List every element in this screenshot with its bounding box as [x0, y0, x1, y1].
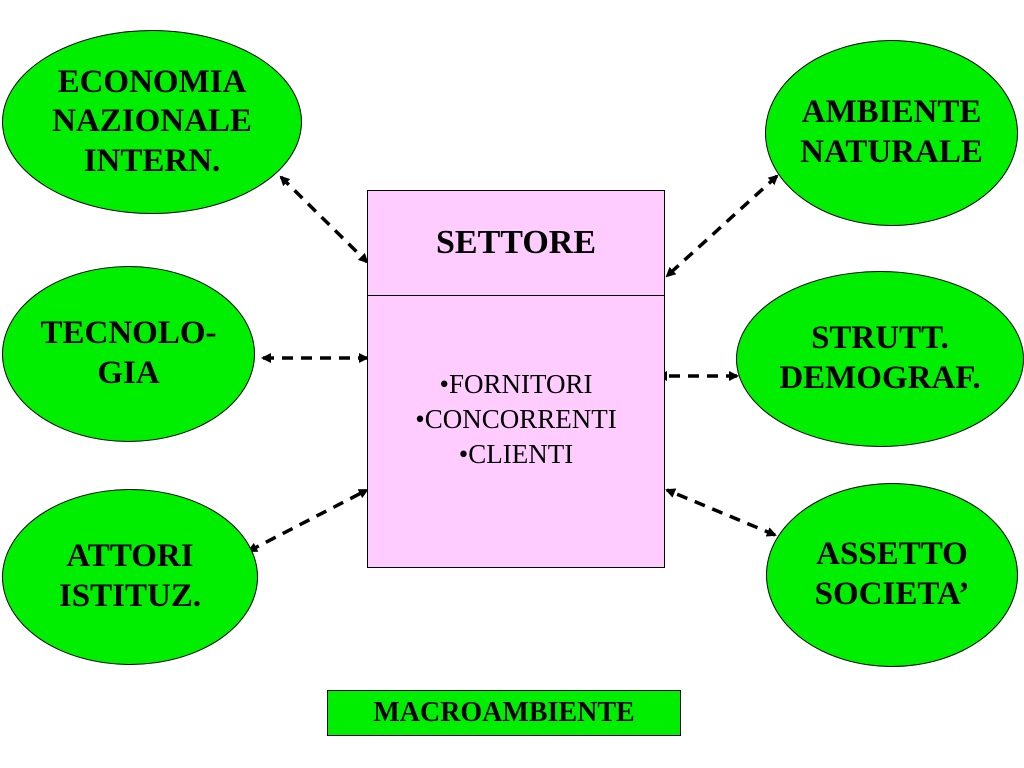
arrow-societa-settore — [665, 488, 777, 537]
node-attori-istituzionali: ATTORI ISTITUZ. — [2, 489, 258, 665]
node-economia-nazionale: ECONOMIA NAZIONALE INTERN. — [2, 30, 302, 214]
arrow-ambiente-settore — [665, 174, 779, 278]
sector-item-fornitori: •FORNITORI — [439, 369, 593, 399]
sector-title: SETTORE — [368, 191, 664, 296]
node-societa-label: ASSETTO SOCIETA’ — [814, 536, 970, 612]
node-assetto-societa: ASSETTO SOCIETA’ — [766, 483, 1018, 667]
sector-item-clienti: •CLIENTI — [458, 439, 574, 470]
node-economia-label: ECONOMIA NAZIONALE INTERN. — [52, 63, 252, 179]
node-attori-label: ATTORI ISTITUZ. — [58, 538, 202, 614]
sector-items: •FORNITORI •CONCORRENTI •CLIENTI — [368, 367, 664, 472]
node-ambiente-naturale: AMBIENTE NATURALE — [765, 40, 1018, 226]
node-struttura-demografica: STRUTT. DEMOGRAF. — [736, 271, 1024, 447]
node-tecnologia: TECNOLO- GIA — [2, 266, 255, 442]
node-demografia-label: STRUTT. DEMOGRAF. — [779, 320, 981, 396]
sector-box: SETTORE •FORNITORI •CONCORRENTI •CLIENTI — [367, 190, 665, 568]
sector-item-concorrenti: •CONCORRENTI — [415, 404, 617, 435]
node-tecnologia-label: TECNOLO- GIA — [40, 315, 217, 391]
node-ambiente-label: AMBIENTE NATURALE — [800, 94, 983, 170]
macroambiente-label: MACROAMBIENTE — [327, 690, 681, 736]
arrow-attori-settore — [247, 488, 369, 553]
arrow-economia-settore — [279, 175, 369, 264]
